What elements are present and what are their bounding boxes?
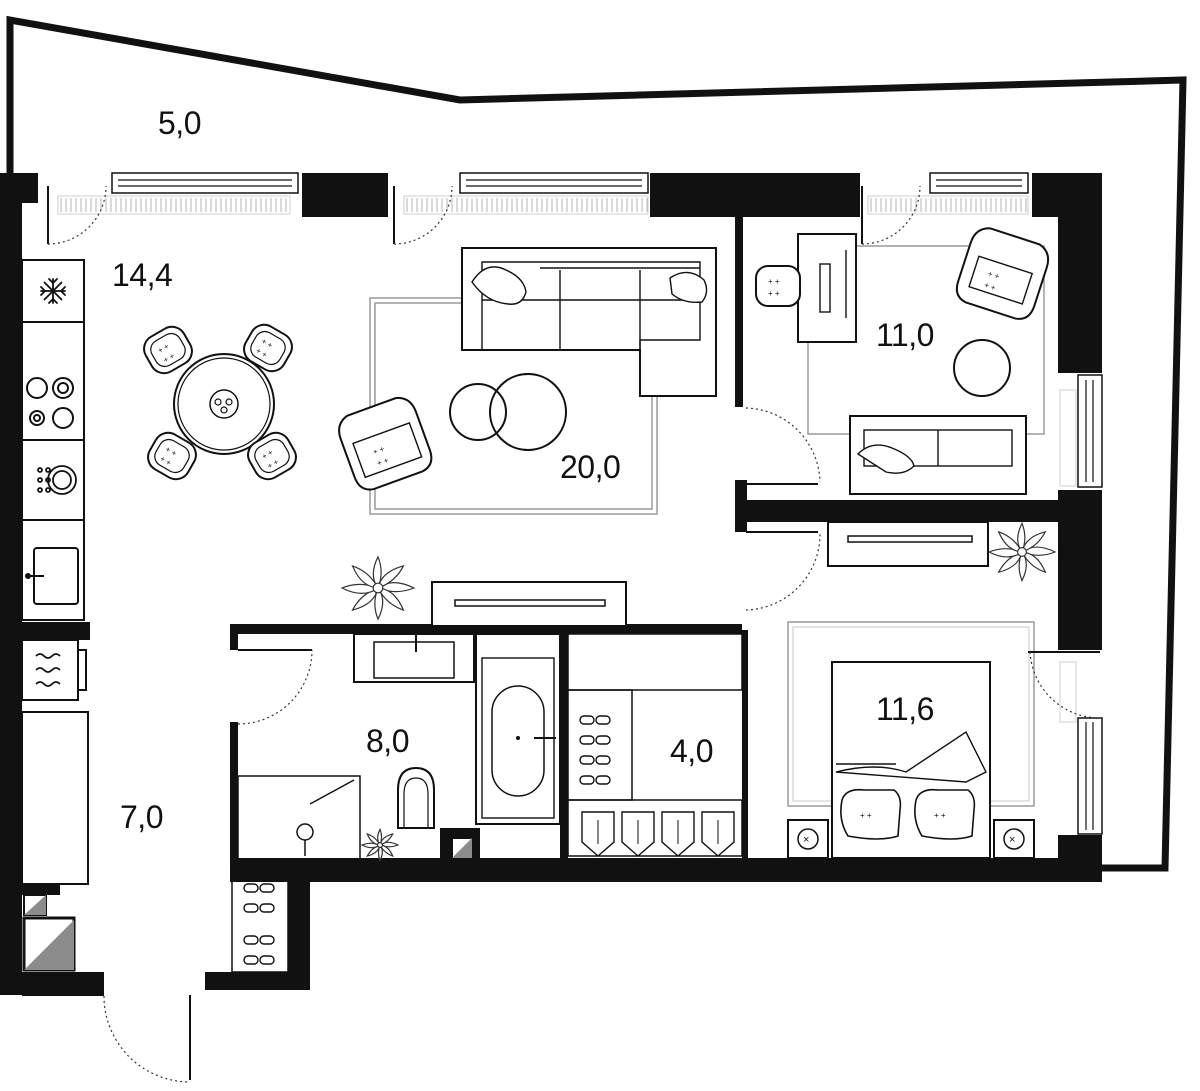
desk-chair: + + + + bbox=[755, 265, 801, 307]
sink-icon bbox=[25, 547, 79, 605]
shoe-icon bbox=[579, 715, 611, 785]
svg-text:+ +: + + bbox=[860, 811, 872, 820]
window-right bbox=[1059, 661, 1103, 835]
area-label-study: 11,0 bbox=[876, 317, 934, 353]
walls bbox=[0, 173, 1102, 996]
desk bbox=[797, 233, 857, 343]
armchair-icon: + + + + bbox=[338, 396, 433, 491]
chair-icon: + ++ + bbox=[147, 431, 197, 481]
window-row bbox=[57, 172, 1029, 215]
hanging-bags bbox=[581, 811, 735, 857]
bed-icon: + + + + bbox=[831, 661, 991, 859]
kitchen-counter bbox=[21, 259, 85, 621]
door-swing-icon bbox=[47, 185, 1101, 1083]
dining-table bbox=[173, 353, 275, 455]
shoe-rack bbox=[231, 869, 289, 973]
area-label-living: 20,0 bbox=[560, 449, 620, 485]
svg-text:+ +: + + bbox=[934, 811, 946, 820]
chair-icon: + ++ + bbox=[243, 323, 293, 373]
svg-text:+ +: + + bbox=[987, 269, 1001, 281]
chairs: + ++ + + ++ + + ++ + + ++ + bbox=[143, 323, 297, 481]
shoe-icon bbox=[243, 883, 275, 965]
plant-icon bbox=[360, 827, 400, 863]
shower-icon bbox=[237, 775, 361, 861]
wardrobe bbox=[827, 521, 989, 567]
sofa-icon bbox=[849, 415, 1027, 495]
svg-text:+ +: + + bbox=[768, 277, 780, 286]
plant-icon bbox=[340, 555, 416, 621]
plant-icon bbox=[987, 521, 1057, 583]
chair-icon: + ++ + bbox=[247, 431, 297, 481]
armchair-icon: + + + + bbox=[955, 227, 1050, 320]
wardrobe bbox=[21, 711, 89, 885]
toilet-icon bbox=[397, 766, 435, 829]
area-label-balcony: 5,0 bbox=[158, 105, 201, 141]
svg-text:+ +: + + bbox=[372, 444, 386, 457]
area-label-dressing: 4,0 bbox=[670, 733, 713, 769]
oven-icon bbox=[37, 465, 77, 495]
washer-icon bbox=[21, 639, 87, 701]
chair-icon: + ++ + bbox=[143, 325, 193, 375]
area-label-bathroom: 8,0 bbox=[366, 723, 409, 759]
area-label-bedroom: 11,6 bbox=[876, 691, 934, 727]
side-table bbox=[953, 339, 1011, 397]
bathtub-icon bbox=[475, 633, 561, 825]
area-label-hallway: 7,0 bbox=[120, 799, 163, 835]
svg-text:+ +: + + bbox=[983, 281, 997, 293]
svg-text:+ +: + + bbox=[768, 289, 780, 298]
svg-text:+ +: + + bbox=[376, 456, 390, 469]
utility-shaft bbox=[22, 837, 473, 972]
coffee-table bbox=[449, 373, 567, 451]
radiator bbox=[57, 195, 291, 215]
sofa-icon bbox=[461, 247, 717, 397]
area-label-kitchen: 14,4 bbox=[112, 257, 172, 293]
window-right bbox=[1059, 374, 1103, 488]
stove-icon bbox=[26, 377, 74, 429]
svg-text:×: × bbox=[803, 834, 809, 846]
balcony-outline bbox=[6, 15, 1187, 872]
tv-console bbox=[431, 581, 627, 627]
nightstand: × × bbox=[787, 819, 1035, 859]
radiator bbox=[403, 195, 649, 215]
bathroom-vanity bbox=[353, 633, 475, 683]
shelving bbox=[567, 633, 743, 857]
radiator bbox=[867, 195, 1029, 215]
svg-text:×: × bbox=[1009, 834, 1015, 846]
snowflake-icon bbox=[40, 278, 66, 304]
